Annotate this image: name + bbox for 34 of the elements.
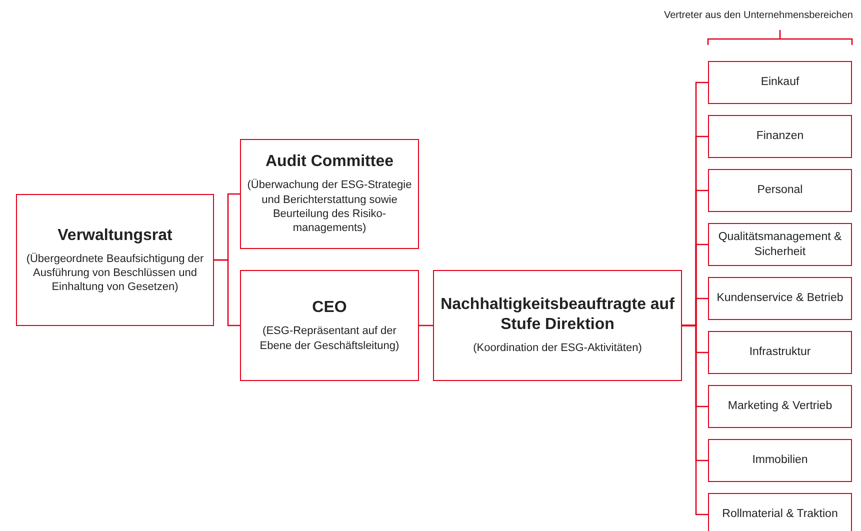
box-label: Qualitätsmanagement & Sicherheit (717, 230, 843, 260)
connector-line (682, 324, 708, 516)
box-title: Nachhaltigkeitsbeauftragte auf Stufe Direktion (440, 295, 675, 336)
box-label: Marketing & Vertrieb (728, 399, 832, 414)
department-box (708, 223, 852, 266)
box-label: Rollmaterial & Traktion (722, 507, 838, 522)
department-box (708, 439, 852, 482)
box-description: (Koordination der ESG-Aktivitäten) (473, 341, 642, 356)
box-label: Einkauf (760, 75, 800, 90)
department-box (708, 277, 852, 320)
department-box (708, 115, 852, 158)
connector-line (419, 324, 433, 326)
department-box (708, 493, 852, 531)
box-description: (Überwachung der ESG-Strategie und Berichterstattung sowie Beurteilung des Risiko-managements) (247, 178, 412, 236)
org-box (433, 270, 682, 381)
org-box (240, 270, 419, 381)
box-title: CEO (312, 298, 347, 318)
group-label: Vertreter aus den Unternehmensbereichen (664, 10, 853, 21)
box-label: Infrastruktur (749, 345, 811, 360)
department-box (708, 385, 852, 428)
box-title: Verwaltungsrat (58, 226, 172, 246)
department-box (708, 61, 852, 104)
department-box (708, 169, 852, 212)
org-box (16, 194, 214, 326)
box-label: Finanzen (756, 129, 804, 144)
box-title: Audit Committee (266, 152, 394, 172)
box-description: (Übergeordnete Beaufsichtigung der Ausführung von Beschlüssen und Einhaltung von Gesetzen) (25, 252, 205, 294)
box-label: Kundenservice & Betrieb (716, 291, 844, 306)
box-label: Personal (757, 183, 803, 198)
box-description: (ESG-Repräsentant auf der Ebene der Geschäftsleitung) (258, 324, 400, 353)
connector-line (214, 259, 240, 326)
department-box (708, 331, 852, 374)
org-box (240, 139, 419, 249)
box-label: Immobilien (752, 453, 808, 468)
